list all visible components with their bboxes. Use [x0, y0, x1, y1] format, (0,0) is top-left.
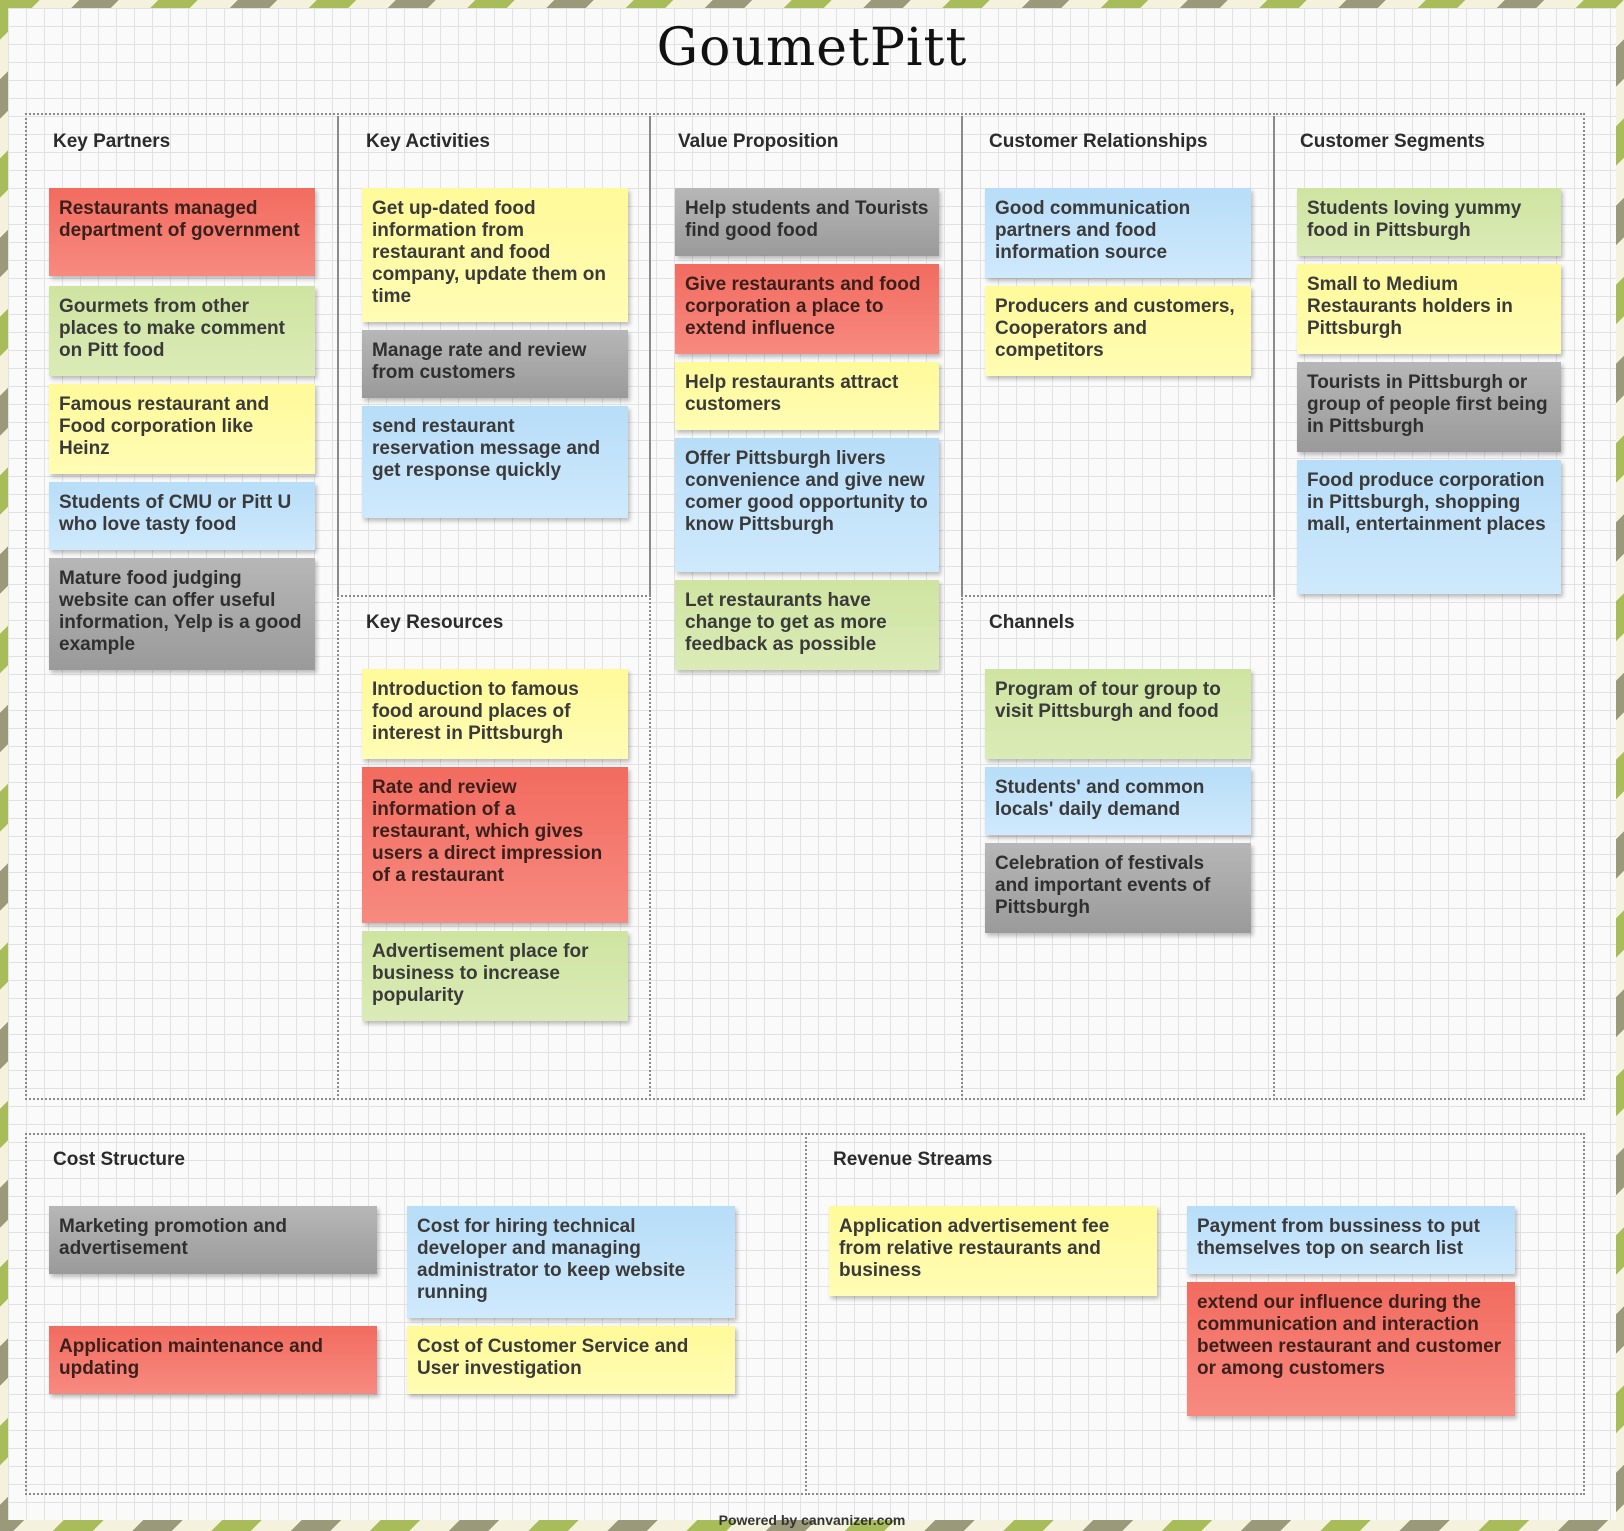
sticky-note[interactable]: Payment from bussiness to put themselves…	[1187, 1206, 1515, 1274]
sticky-note[interactable]: extend our influence during the communic…	[1187, 1282, 1515, 1416]
sticky-note[interactable]: Mature food judging website can offer us…	[49, 558, 315, 670]
sticky-note[interactable]: Cost for hiring technical developer and …	[407, 1206, 735, 1318]
footer-credit[interactable]: Powered by canvanizer.com	[718, 1512, 906, 1528]
section-title-key-resources: Key Resources	[366, 612, 504, 633]
sticky-note[interactable]: Students of CMU or Pitt U who love tasty…	[49, 482, 315, 550]
sticky-note[interactable]: Rate and review information of a restaur…	[362, 767, 628, 923]
sticky-note[interactable]: Manage rate and review from customers	[362, 330, 628, 398]
canvas-title[interactable]: GoumetPitt	[656, 18, 968, 78]
section-title-customer-relationships: Customer Relationships	[989, 131, 1208, 152]
sticky-note[interactable]: Producers and customers, Cooperators and…	[985, 286, 1251, 376]
section-title-value-proposition: Value Proposition	[678, 131, 839, 152]
sticky-note[interactable]: Help restaurants attract customers	[675, 362, 939, 430]
sticky-note[interactable]: Cost of Customer Service and User invest…	[407, 1326, 735, 1394]
section-customer-segments	[1273, 113, 1585, 1100]
sticky-note[interactable]: Get up-dated food information from resta…	[362, 188, 628, 322]
sticky-note[interactable]: Help students and Tourists find good foo…	[675, 188, 939, 256]
sticky-note[interactable]: Restaurants managed department of govern…	[49, 188, 315, 276]
section-title-customer-segments: Customer Segments	[1300, 131, 1485, 152]
section-revenue-streams	[805, 1133, 1585, 1495]
sticky-note[interactable]: Program of tour group to visit Pittsburg…	[985, 669, 1251, 759]
section-title-key-activities: Key Activities	[366, 131, 490, 152]
sticky-note[interactable]: Let restaurants have change to get as mo…	[675, 580, 939, 670]
sticky-note[interactable]: Students loving yummy food in Pittsburgh	[1297, 188, 1561, 256]
sticky-note[interactable]: Small to Medium Restaurants holders in P…	[1297, 264, 1561, 354]
sticky-note[interactable]: send restaurant reservation message and …	[362, 406, 628, 518]
sticky-note[interactable]: Marketing promotion and advertisement	[49, 1206, 377, 1274]
sticky-note[interactable]: Good communication partners and food inf…	[985, 188, 1251, 278]
section-title-revenue-streams: Revenue Streams	[833, 1149, 993, 1170]
sticky-note[interactable]: Advertisement place for business to incr…	[362, 931, 628, 1021]
section-title-cost-structure: Cost Structure	[53, 1149, 185, 1170]
sticky-note[interactable]: Famous restaurant and Food corporation l…	[49, 384, 315, 474]
sticky-note[interactable]: Give restaurants and food corporation a …	[675, 264, 939, 354]
sticky-note[interactable]: Application maintenance and updating	[49, 1326, 377, 1394]
section-title-key-partners: Key Partners	[53, 131, 171, 152]
sticky-note[interactable]: Application advertisement fee from relat…	[829, 1206, 1157, 1296]
sticky-note[interactable]: Gourmets from other places to make comme…	[49, 286, 315, 376]
sticky-note[interactable]: Celebration of festivals and important e…	[985, 843, 1251, 933]
sticky-note[interactable]: Students' and common locals' daily deman…	[985, 767, 1251, 835]
sticky-note[interactable]: Food produce corporation in Pittsburgh, …	[1297, 460, 1561, 594]
sticky-note[interactable]: Offer Pittsburgh livers convenience and …	[675, 438, 939, 572]
section-title-channels: Channels	[989, 612, 1075, 633]
sticky-note[interactable]: Introduction to famous food around place…	[362, 669, 628, 759]
sticky-note[interactable]: Tourists in Pittsburgh or group of peopl…	[1297, 362, 1561, 452]
